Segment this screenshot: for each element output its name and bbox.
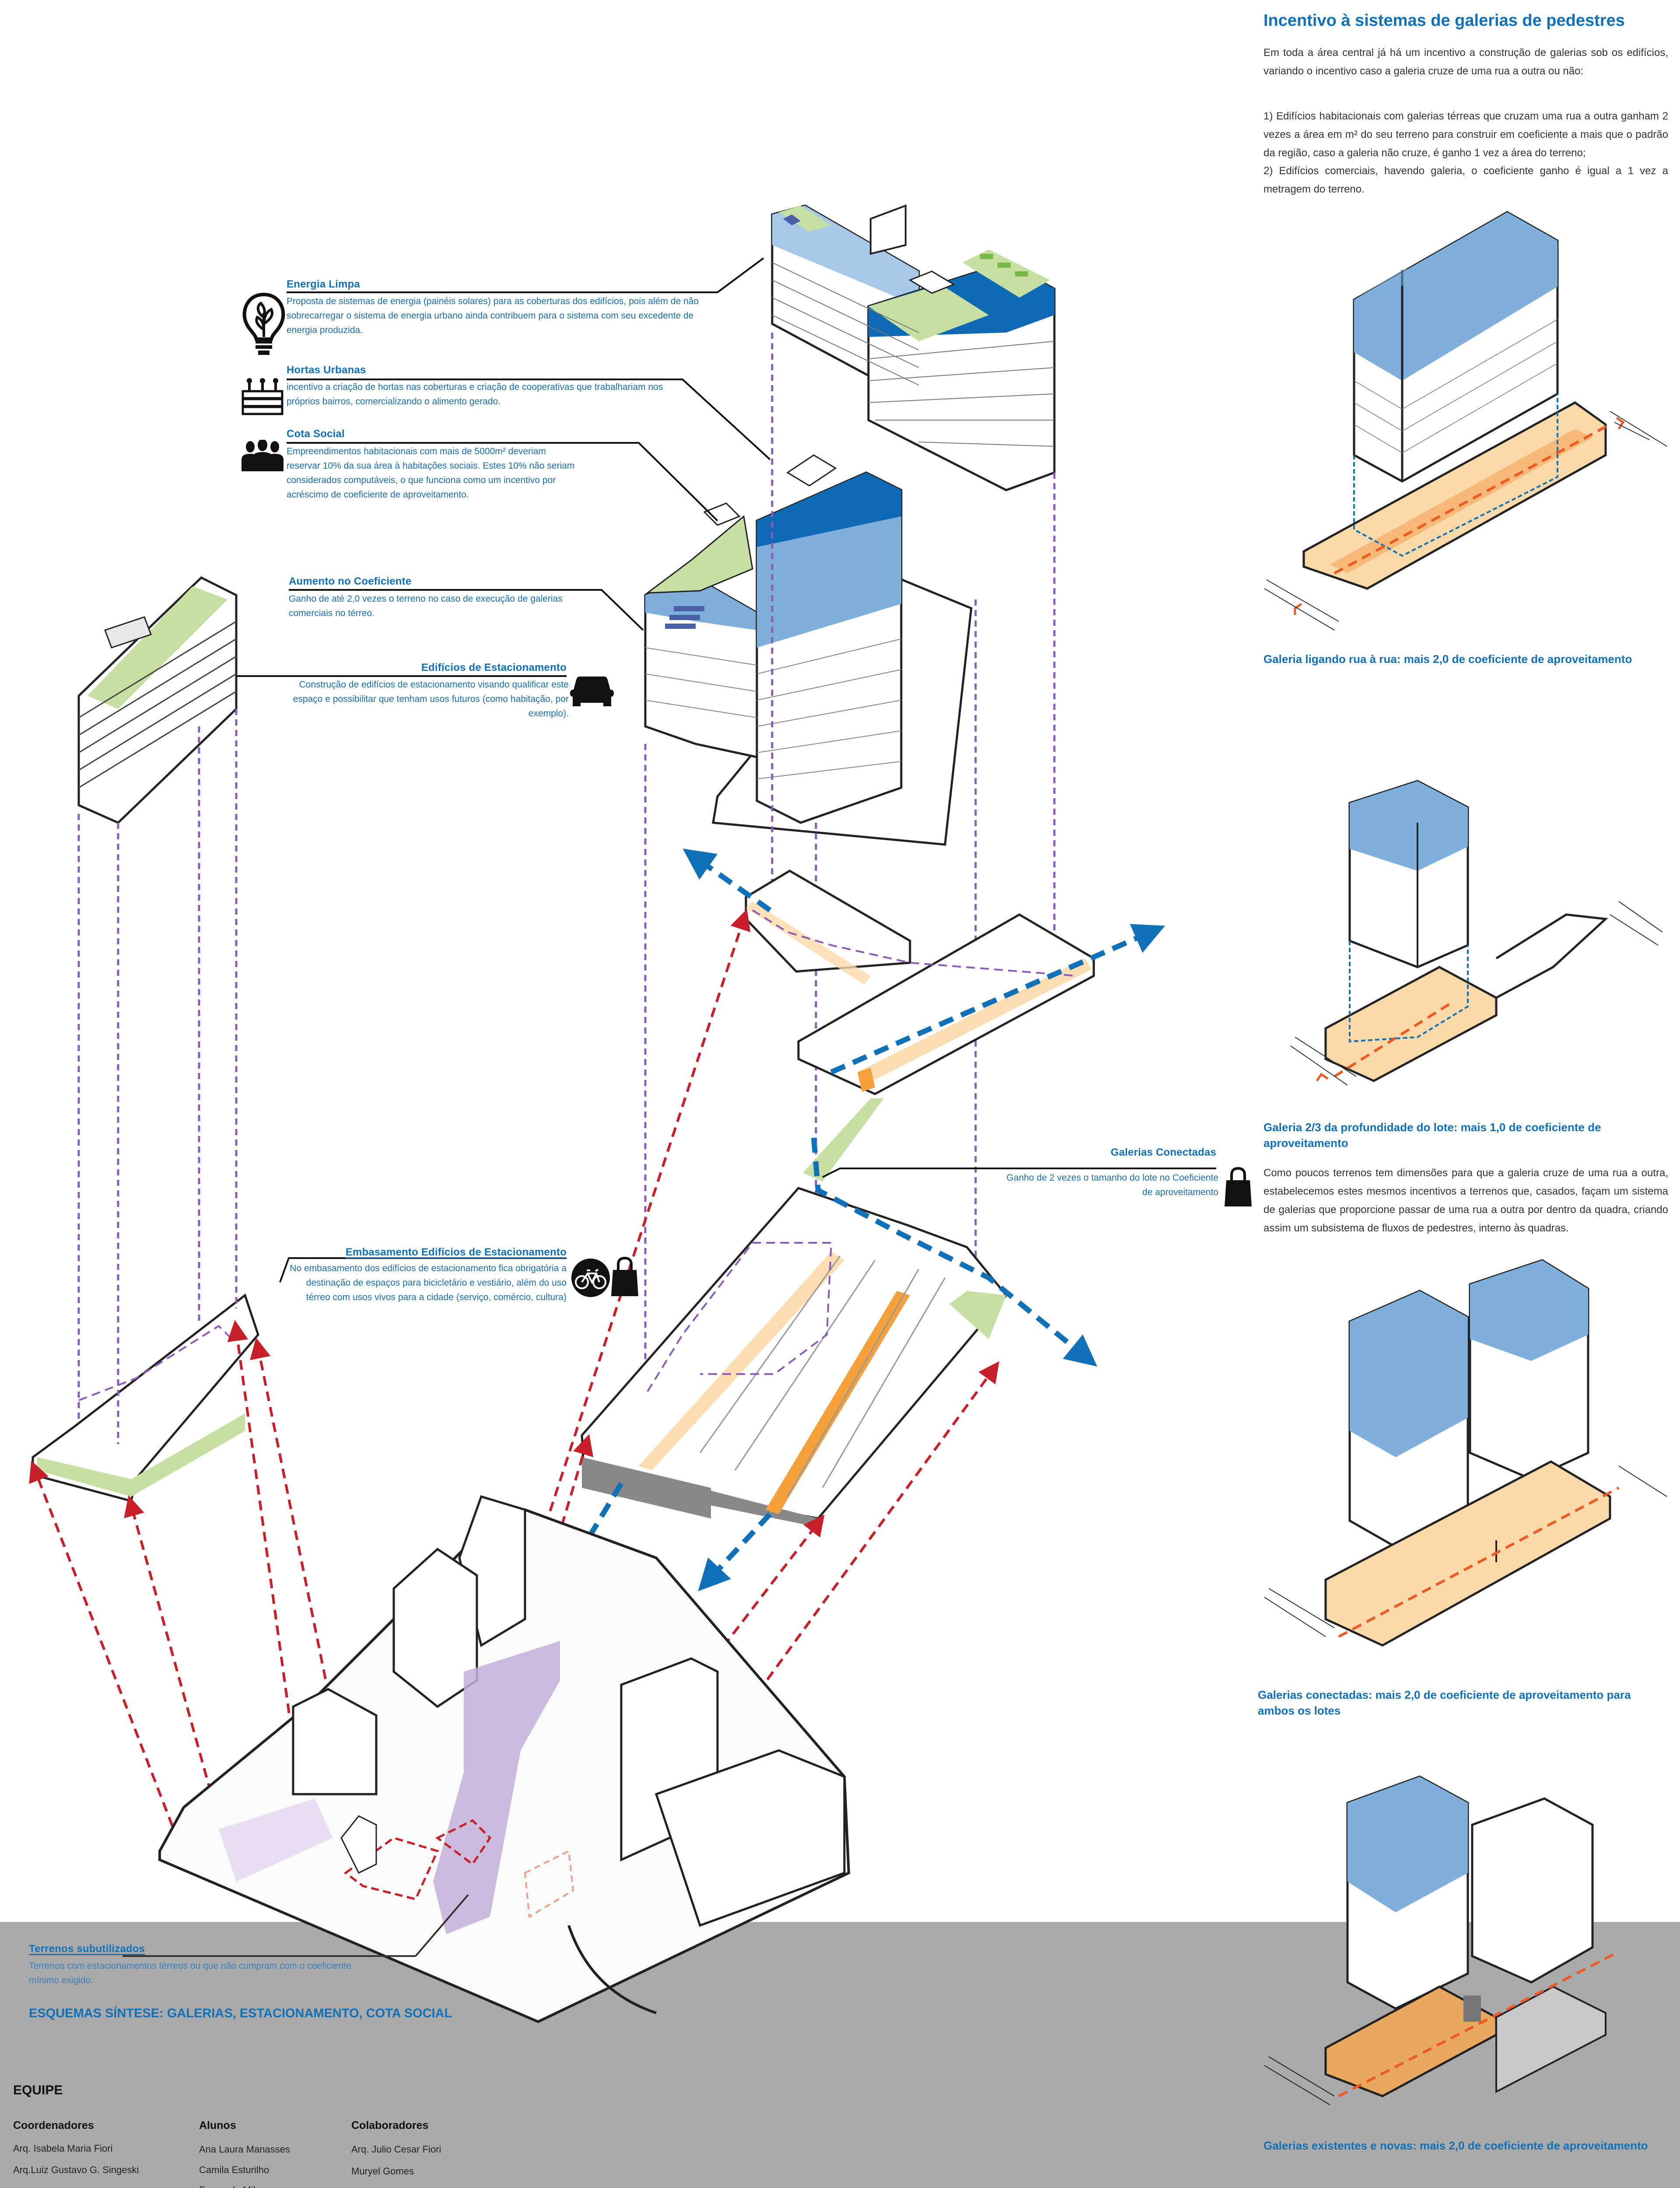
pedestrian-flow-arrows bbox=[574, 849, 1165, 1592]
team-member: Camila Esturilho bbox=[199, 2164, 270, 2175]
energia-title: Energia Limpa bbox=[287, 278, 360, 290]
team-member: Arq.Luiz Gustavo G. Singeski bbox=[13, 2164, 139, 2175]
gallery-base-center bbox=[581, 1187, 1008, 1527]
hortas-text: incentivo a criação de hortas nas cobert… bbox=[287, 382, 663, 407]
shopping-bag-icon bbox=[1223, 1166, 1253, 1210]
scheme-caption-4: Galerias existentes e novas: mais 2,0 de… bbox=[1264, 2139, 1648, 2152]
planter-box-icon bbox=[241, 376, 284, 418]
team-member: Muryel Gomes bbox=[351, 2166, 414, 2177]
lightbulb-plant-icon bbox=[240, 291, 288, 359]
team-heading: EQUIPE bbox=[13, 2083, 63, 2097]
scheme-caption-2: Galeria 2/3 da profundidade do lote: mai… bbox=[1264, 1121, 1601, 1150]
scheme-4-existing-new bbox=[1264, 1775, 1620, 2105]
synthesis-title: ESQUEMAS SÍNTESE: GALERIAS, ESTACIONAMEN… bbox=[29, 2006, 452, 2020]
estacionamento-text: Construção de edifícios de estacionament… bbox=[293, 680, 569, 719]
team-col-title: Colaboradores bbox=[351, 2119, 429, 2132]
right-panel-point-1: 1) Edifícios habitacionais com galerias … bbox=[1264, 110, 1668, 159]
team-member: Ana Laura Manasses bbox=[199, 2144, 290, 2155]
right-panel-intro: Em toda a área central já há um incentiv… bbox=[1264, 47, 1668, 77]
team-col-title: Coordenadores bbox=[13, 2119, 94, 2132]
cota-title: Cota Social bbox=[287, 428, 345, 440]
terrenos-title: Terrenos subutilizados bbox=[29, 1943, 145, 1955]
embasamento-title: Embasamento Edifícios de Estacionamento bbox=[345, 1246, 567, 1258]
energia-text: Proposta de sistemas de energia (painéis… bbox=[287, 296, 699, 335]
team-member: Fernanda Miloco bbox=[199, 2180, 271, 2188]
parking-building-left bbox=[77, 576, 238, 824]
bicycle-icon bbox=[571, 1258, 610, 1300]
right-panel-point-2: 2) Edifícios comerciais, havendo galeria… bbox=[1264, 165, 1668, 195]
tower-cluster-top bbox=[771, 204, 1056, 491]
scheme-2-two-thirds bbox=[1290, 780, 1663, 1086]
hortas-title: Hortas Urbanas bbox=[287, 364, 366, 376]
aumento-text: Ganho de até 2,0 vezes o terreno no caso… bbox=[289, 594, 563, 618]
people-group-icon bbox=[241, 439, 284, 475]
embasamento-text: No embasamento dos edifícios de estacion… bbox=[290, 1263, 567, 1302]
tower-cluster-middle bbox=[644, 454, 973, 846]
team-member: Arq. Isabela Maria Fiori bbox=[13, 2143, 113, 2154]
gallery-level bbox=[745, 870, 1095, 1182]
cota-text: Empreendimentos habitacionais com mais d… bbox=[287, 446, 575, 500]
scheme-3-connected bbox=[1264, 1259, 1667, 1647]
leader-lines bbox=[236, 257, 1216, 1283]
car-icon bbox=[570, 674, 614, 711]
estacionamento-title: Edifícios de Estacionamento bbox=[421, 662, 567, 673]
scheme-caption-3: Galerias conectadas: mais 2,0 de coefici… bbox=[1258, 1688, 1631, 1717]
connected-galleries-paragraph: Como poucos terrenos tem dimensões para … bbox=[1264, 1167, 1668, 1234]
team-member: Arq. Julio Cesar Fiori bbox=[351, 2144, 441, 2155]
scheme-1-street-to-street bbox=[1264, 211, 1667, 631]
right-panel-title: Incentivo à sistemas de galerias de pede… bbox=[1264, 11, 1625, 30]
shopping-bag-icon bbox=[610, 1256, 639, 1300]
team-col-title: Alunos bbox=[199, 2119, 236, 2132]
aumento-title: Aumento no Coeficiente bbox=[289, 575, 412, 587]
galerias-title: Galerias Conectadas bbox=[1110, 1147, 1216, 1158]
city-block bbox=[122, 1495, 850, 2023]
terrenos-text: Terrenos com estacionamentos térreos ou … bbox=[29, 1961, 351, 1985]
parking-base-left bbox=[32, 1293, 259, 1503]
team-member: Designer Solange Fiori bbox=[351, 2181, 449, 2188]
galerias-text: Ganho de 2 vezes o tamanho do lote no Co… bbox=[1006, 1173, 1219, 1197]
scheme-caption-1: Galeria ligando rua à rua: mais 2,0 de c… bbox=[1264, 652, 1632, 666]
